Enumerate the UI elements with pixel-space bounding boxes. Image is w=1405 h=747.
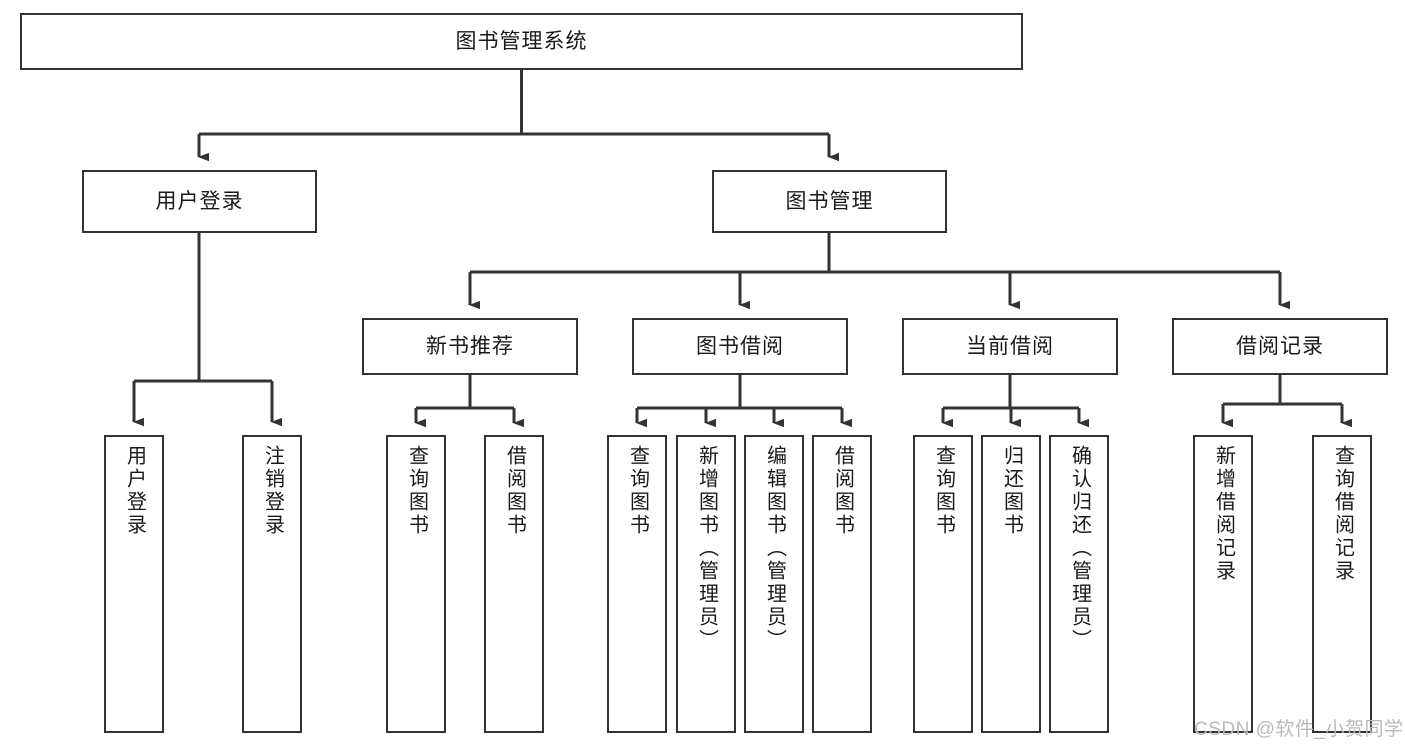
node-book-borrow[interactable]: 图书借阅	[632, 318, 848, 375]
node-leaf-confirm-return[interactable]: 确认归还（管理员）	[1049, 435, 1109, 733]
node-leaf-query-record[interactable]: 查询借阅记录	[1312, 435, 1372, 733]
node-book-manage[interactable]: 图书管理	[712, 170, 947, 233]
node-leaf-query-book-1[interactable]: 查询图书	[386, 435, 446, 733]
node-leaf-confirm-return-label: 确认归还（管理员）	[1068, 445, 1091, 652]
node-leaf-edit-book[interactable]: 编辑图书（管理员）	[744, 435, 804, 733]
node-leaf-add-record-label: 新增借阅记录	[1212, 445, 1235, 583]
node-user-login-label: 用户登录	[155, 190, 244, 213]
node-leaf-borrow-book-2-label: 借阅图书	[831, 445, 854, 537]
node-current-borrow-label: 当前借阅	[966, 335, 1054, 358]
node-leaf-add-book-label: 新增图书（管理员）	[695, 445, 718, 652]
node-new-book-recommend-label: 新书推荐	[426, 335, 514, 358]
node-leaf-user-login-label: 用户登录	[123, 445, 146, 537]
node-leaf-borrow-book-1[interactable]: 借阅图书	[484, 435, 544, 733]
node-leaf-logout-label: 注销登录	[261, 445, 284, 537]
node-root[interactable]: 图书管理系统	[20, 13, 1023, 70]
node-leaf-return-book[interactable]: 归还图书	[981, 435, 1041, 733]
node-borrow-record-label: 借阅记录	[1236, 335, 1324, 358]
node-leaf-query-book-3-label: 查询图书	[932, 445, 955, 537]
node-leaf-user-login[interactable]: 用户登录	[104, 435, 164, 733]
node-root-label: 图书管理系统	[455, 30, 588, 53]
node-leaf-logout[interactable]: 注销登录	[242, 435, 302, 733]
node-book-manage-label: 图书管理	[785, 190, 874, 213]
node-leaf-return-book-label: 归还图书	[1000, 445, 1023, 537]
node-leaf-borrow-book-1-label: 借阅图书	[503, 445, 526, 537]
node-leaf-borrow-book-2[interactable]: 借阅图书	[812, 435, 872, 733]
node-leaf-query-book-2-label: 查询图书	[626, 445, 649, 537]
node-current-borrow[interactable]: 当前借阅	[902, 318, 1118, 375]
node-borrow-record[interactable]: 借阅记录	[1172, 318, 1388, 375]
node-leaf-query-book-3[interactable]: 查询图书	[913, 435, 973, 733]
node-user-login[interactable]: 用户登录	[82, 170, 317, 233]
node-book-borrow-label: 图书借阅	[696, 335, 784, 358]
node-leaf-query-book-1-label: 查询图书	[405, 445, 428, 537]
node-leaf-query-book-2[interactable]: 查询图书	[607, 435, 667, 733]
node-leaf-query-record-label: 查询借阅记录	[1331, 445, 1354, 583]
node-leaf-add-book[interactable]: 新增图书（管理员）	[676, 435, 736, 733]
node-leaf-edit-book-label: 编辑图书（管理员）	[763, 445, 786, 652]
node-new-book-recommend[interactable]: 新书推荐	[362, 318, 578, 375]
node-leaf-add-record[interactable]: 新增借阅记录	[1193, 435, 1253, 733]
